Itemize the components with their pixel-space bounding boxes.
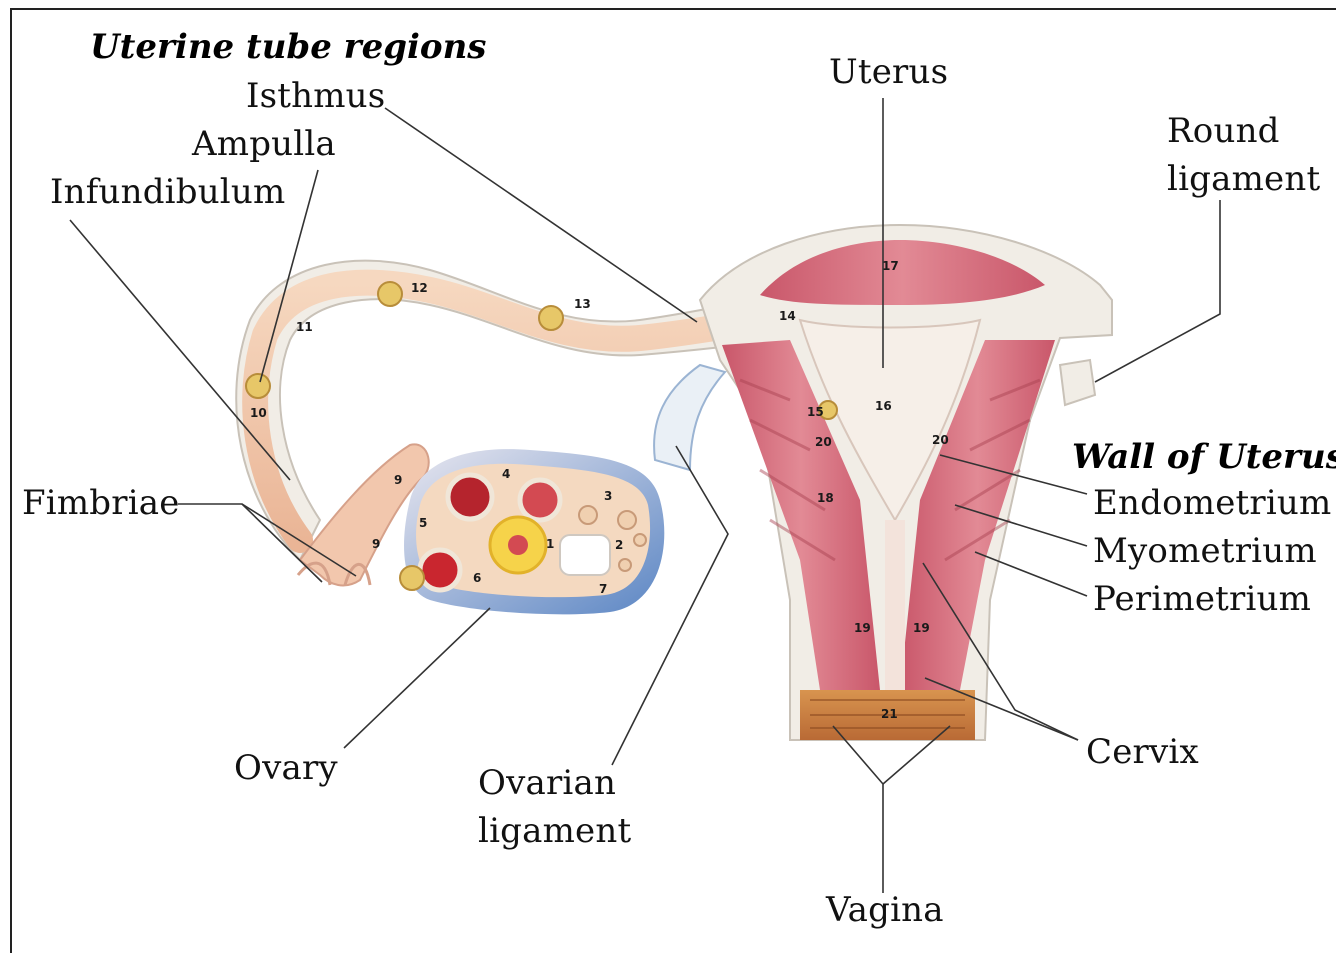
model-number-9b: 9 <box>372 537 380 551</box>
label-round-ligament-line1: Round <box>1167 114 1280 148</box>
label-ovarian-ligament-line1: Ovarian <box>478 766 616 800</box>
label-fimbriae: Fimbriae <box>22 486 180 520</box>
ovarian-ligament-shape <box>654 365 725 470</box>
model-number-5: 5 <box>419 516 427 530</box>
label-myometrium: Myometrium <box>1093 534 1317 568</box>
model-number-19b: 19 <box>913 621 930 635</box>
uterine-tube-regions-heading: Uterine tube regions <box>90 30 486 64</box>
model-number-20a: 20 <box>815 435 832 449</box>
label-ovary: Ovary <box>234 751 338 785</box>
label-infundibulum: Infundibulum <box>50 175 285 209</box>
wall-of-uterus-heading: Wall of Uterus <box>1072 440 1336 474</box>
model-number-14: 14 <box>779 309 796 323</box>
label-perimetrium: Perimetrium <box>1093 582 1311 616</box>
model-number-11: 11 <box>296 320 313 334</box>
label-uterus: Uterus <box>829 55 948 89</box>
model-number-3: 3 <box>604 489 612 503</box>
label-isthmus: Isthmus <box>246 79 385 113</box>
model-number-16: 16 <box>875 399 892 413</box>
leader-round-ligament <box>1095 200 1220 382</box>
model-number-6: 6 <box>473 571 481 585</box>
model-number-4: 4 <box>502 467 510 481</box>
label-ovarian-ligament-line2: ligament <box>478 814 631 848</box>
leader-ovary <box>344 608 490 748</box>
model-number-10: 10 <box>250 406 267 420</box>
label-vagina: Vagina <box>826 893 944 927</box>
label-round-ligament-line2: ligament <box>1167 162 1320 196</box>
model-number-2: 2 <box>615 538 623 552</box>
label-ampulla: Ampulla <box>192 127 336 161</box>
model-number-15: 15 <box>807 405 824 419</box>
model-number-21: 21 <box>881 707 898 721</box>
model-number-9a: 9 <box>394 473 402 487</box>
model-number-1: 1 <box>546 537 554 551</box>
label-endometrium: Endometrium <box>1093 486 1331 520</box>
ovary-shape <box>400 449 664 614</box>
model-number-18: 18 <box>817 491 834 505</box>
model-number-7: 7 <box>599 582 607 596</box>
uterus-body <box>700 225 1112 740</box>
label-cervix: Cervix <box>1086 735 1199 769</box>
model-number-19a: 19 <box>854 621 871 635</box>
model-number-12: 12 <box>411 281 428 295</box>
model-number-13: 13 <box>574 297 591 311</box>
leader-vagina-1 <box>833 726 883 893</box>
model-number-17: 17 <box>882 259 899 273</box>
model-number-20b: 20 <box>932 433 949 447</box>
